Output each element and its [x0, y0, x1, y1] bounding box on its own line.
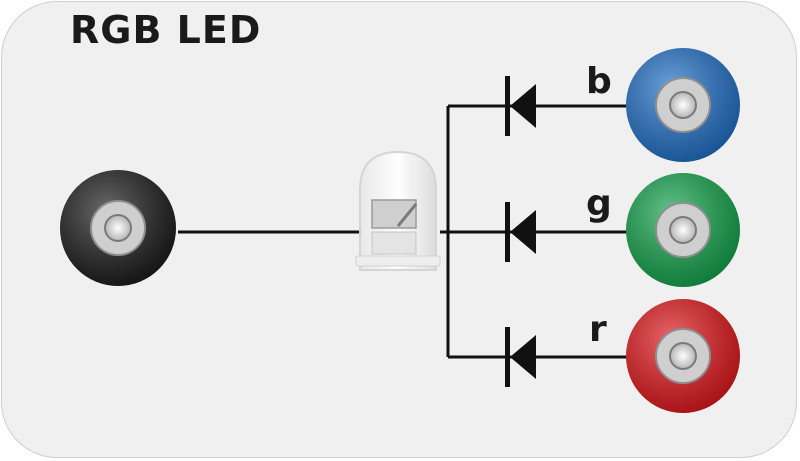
led-icon	[355, 150, 441, 271]
jack-common[interactable]	[60, 170, 176, 286]
label-r: r	[589, 309, 607, 350]
label-b: b	[586, 61, 612, 102]
label-g: g	[586, 183, 612, 224]
module-title: RGB LED	[70, 8, 262, 52]
jack-r[interactable]	[626, 299, 740, 413]
diode-b	[505, 76, 536, 136]
jack-b[interactable]	[626, 48, 740, 162]
diode-r	[505, 327, 536, 387]
diode-g	[505, 202, 536, 262]
jack-g[interactable]	[626, 173, 740, 287]
